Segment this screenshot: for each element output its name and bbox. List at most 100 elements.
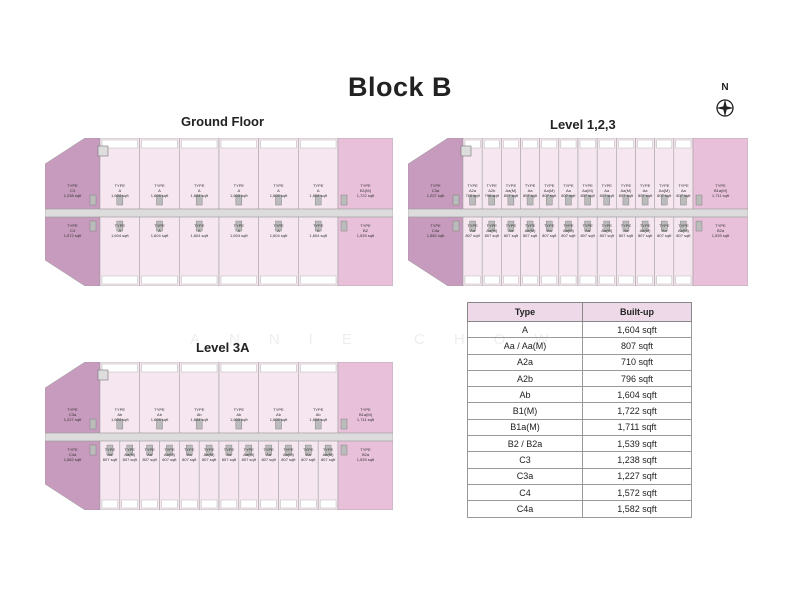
unit-type-label: TYPE [582,223,593,228]
unit-area-label: 807 sqft [638,193,653,198]
unit-area-label: 807 sqft [542,193,557,198]
plan-label-level-1-2-3: Level 1,2,3 [550,117,616,132]
unit-name-label: A [237,228,240,233]
unit-area-label: 807 sqft [301,457,316,462]
unit-area-label: 1,604 sqft [151,417,169,422]
unit-type-label: TYPE [640,183,651,188]
unit-type-label: TYPE [263,447,274,452]
lift-lobby [97,369,109,381]
unit-area-label: 807 sqft [638,233,653,238]
unit-type-label: TYPE [234,183,245,188]
unit-type-label: TYPE [313,407,324,412]
unit-type-label: TYPE [125,447,136,452]
built-up-cell: 1,582 sqft [582,500,692,518]
unit-type-cell: B2 / B2a [467,435,583,453]
unit-area-label: 807 sqft [600,193,615,198]
unit-type-cell: C4a [467,500,583,518]
unit-type-label: TYPE [360,223,371,228]
built-up-cell: 1,722 sqft [582,402,692,420]
unit-name-label: B1a(M) [714,188,728,193]
built-up-cell: 1,604 sqft [582,320,692,339]
unit-type-label: TYPE [67,183,78,188]
unit-name-label: Aa [566,188,572,193]
unit-type-label: TYPE [640,223,651,228]
unit-type-label: TYPE [105,447,116,452]
unit-type-cell: C3a [467,467,583,485]
unit-type-label: TYPE [659,223,670,228]
unit-area-label: 807 sqft [504,193,519,198]
unit-area-label: 1,604 sqft [270,233,288,238]
unit-area-label: 807 sqft [561,233,576,238]
unit-area-label: 807 sqft [142,457,157,462]
unit-type-label: TYPE [360,407,371,412]
unit-name-label: Aa(M) [323,452,335,457]
unit-type-label: TYPE [67,223,78,228]
unit-name-label: Aa(M) [659,188,671,193]
column-header-type: Type [467,302,583,322]
unit-name-label: Aa(M) [601,228,613,233]
unit-name-label: Aa [306,452,312,457]
unit-area-label: 1,604 sqft [111,193,129,198]
unit-name-label: Aa [470,228,476,233]
corridor [408,208,748,218]
unit-type-label: TYPE [487,223,498,228]
unit-area-label: 796 sqft [485,193,500,198]
unit-type-label: TYPE [115,407,126,412]
unit-name-label: A [237,188,240,193]
compass: N [710,82,740,122]
unit-name-label: B1(M) [360,188,372,193]
unit-name-label: Aa(M) [678,228,690,233]
unit-name-label: Ab [236,412,242,417]
unit-area-label: 807 sqft [676,193,691,198]
unit-type-label: TYPE [360,447,371,452]
unit-type-label: TYPE [313,183,324,188]
unit-type-label: TYPE [430,183,441,188]
unit-type-label: TYPE [678,223,689,228]
unit-name-label: Ab [197,412,203,417]
unit-type-label: TYPE [323,447,334,452]
unit-type-label: TYPE [273,407,284,412]
unit-type-label: TYPE [283,447,294,452]
unit-area-label: 807 sqft [222,457,237,462]
table-header-row: Type Built-up [467,302,692,322]
unit-type-label: TYPE [525,223,536,228]
unit-area-label: 1,227 sqft [64,417,82,422]
built-up-cell: 1,539 sqft [582,435,692,453]
unit-name-label: Aa(M) [640,228,652,233]
unit-area-label: 807 sqft [619,193,634,198]
unit-name-label: Aa [107,452,113,457]
unit-area-label: 807 sqft [465,233,480,238]
unit-type-label: TYPE [544,223,555,228]
unit-type-label: TYPE [544,183,555,188]
unit-type-label: TYPE [154,223,165,228]
unit-type-label: TYPE [204,447,215,452]
unit-area-label: 807 sqft [162,457,177,462]
unit-name-label: B2a [362,452,370,457]
unit-type-label: TYPE [621,223,632,228]
unit-name-label: A [317,228,320,233]
unit-area-label: 1,227 sqft [427,193,445,198]
